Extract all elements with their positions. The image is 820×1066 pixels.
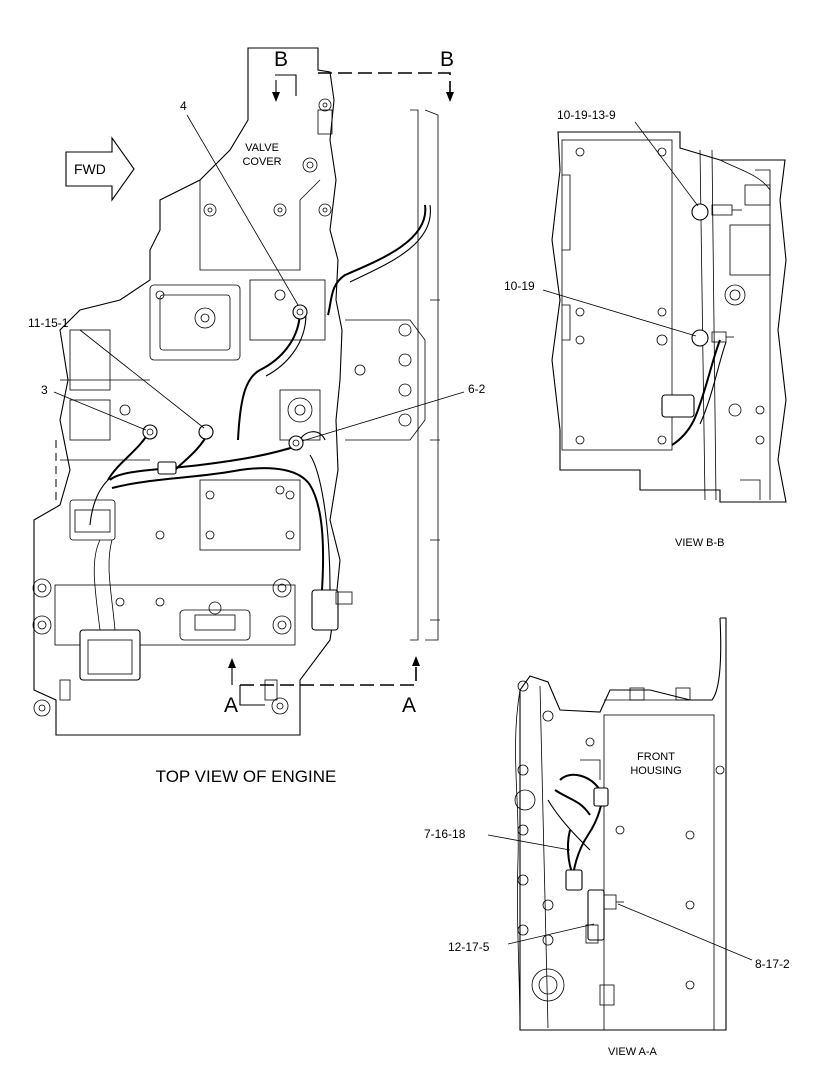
view-aa-drawing <box>514 617 727 1031</box>
callout-6-2-label: 6-2 <box>468 382 486 396</box>
callout-8-17-2: 8-17-2 <box>617 903 790 971</box>
section-a-right-label: A <box>402 694 416 717</box>
callout-10-19: 10-19 <box>504 279 697 337</box>
callout-4: 4 <box>180 99 299 306</box>
callout-11-15-1: 11-15-1 <box>28 316 205 429</box>
section-line-a: A A <box>224 656 420 717</box>
callout-12-17-5-label: 12-17-5 <box>448 940 490 954</box>
valve-cover-label-line1: VALVE <box>245 142 279 154</box>
section-b-right-label: B <box>440 48 454 71</box>
forward-arrow-icon: FWD <box>65 136 135 202</box>
front-housing-label-line2: HOUSING <box>630 765 681 777</box>
callout-10-19-13-9: 10-19-13-9 <box>557 108 699 207</box>
view-aa-caption: VIEW A-A <box>608 1046 658 1058</box>
front-housing-label-line1: FRONT <box>637 751 675 763</box>
section-b-left-label: B <box>274 48 288 71</box>
callout-10-19-13-9-label: 10-19-13-9 <box>557 108 616 122</box>
section-line-b: B B <box>272 48 454 102</box>
callout-10-19-label: 10-19 <box>504 279 535 293</box>
callout-12-17-5: 12-17-5 <box>448 923 595 954</box>
view-bb-drawing <box>551 131 787 503</box>
section-a-left-label: A <box>224 694 238 717</box>
top-view-engine <box>32 47 440 736</box>
fwd-label: FWD <box>74 161 106 177</box>
callout-6-2: 6-2 <box>301 382 486 442</box>
callout-7-16-18: 7-16-18 <box>424 827 571 851</box>
callout-7-16-18-label: 7-16-18 <box>424 827 466 841</box>
callout-3-label: 3 <box>41 383 48 397</box>
view-bb-caption: VIEW B-B <box>675 537 725 549</box>
callout-3: 3 <box>41 383 147 431</box>
callout-4-label: 4 <box>180 99 187 113</box>
callout-8-17-2-label: 8-17-2 <box>755 957 790 971</box>
callout-11-15-1-label: 11-15-1 <box>28 316 69 330</box>
valve-cover-label-line2: COVER <box>242 156 281 168</box>
top-view-caption: TOP VIEW OF ENGINE <box>156 767 337 786</box>
